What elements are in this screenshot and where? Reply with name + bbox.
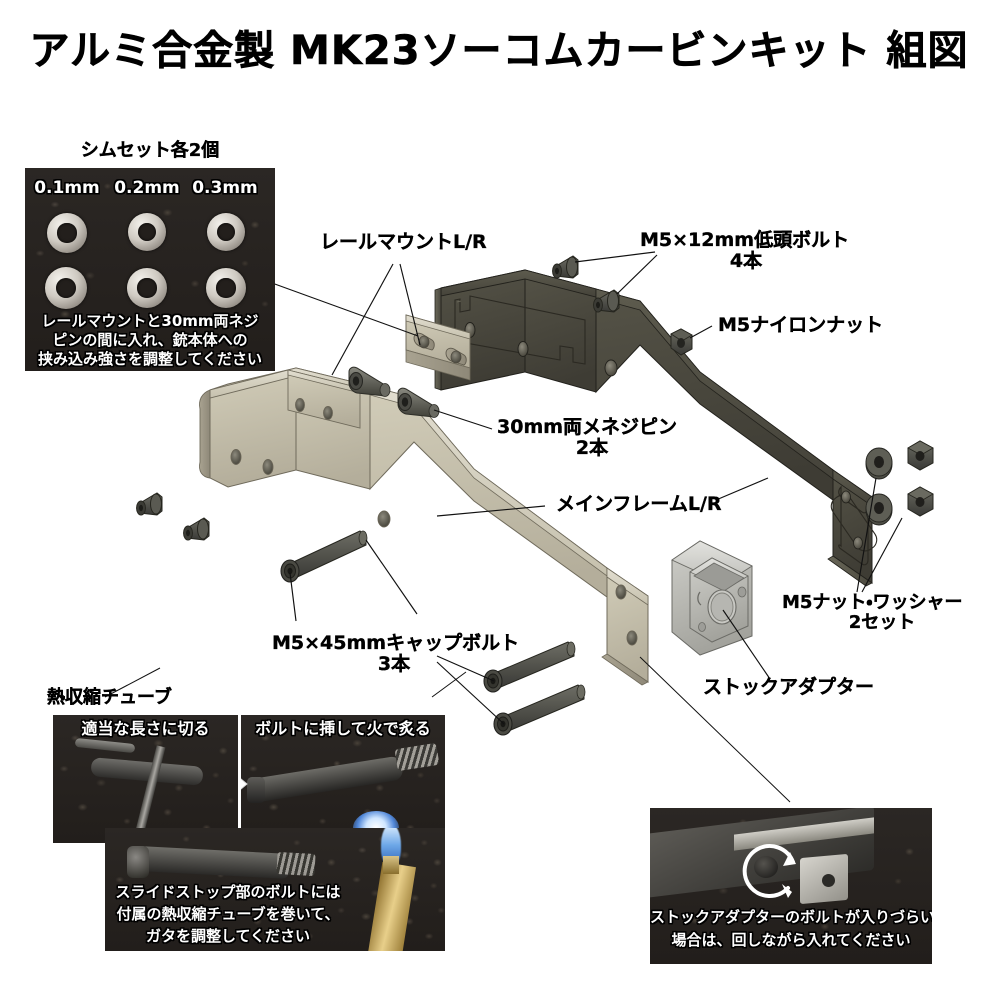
leader-lines bbox=[104, 251, 903, 803]
shrink-result-photo: スライドストップ部のボルトには 付属の熱収縮チューブを巻いて、 ガタを調整してく… bbox=[105, 828, 351, 951]
adapter-bore bbox=[822, 874, 835, 887]
shrink-result-caption-line-3: ガタを調整してください bbox=[145, 927, 311, 945]
callout-low-head-bolt-qty: 4本 bbox=[729, 250, 763, 273]
callout-rail-mount: レールマウントL/R bbox=[320, 231, 487, 253]
stock-inset-caption-line-1: ストックアダプターのボルトが入りづらい bbox=[650, 908, 932, 926]
main-frame-dark bbox=[434, 269, 878, 587]
shrink-step2-photo: ボルトに挿して火で炙る bbox=[241, 715, 445, 843]
shim-washer bbox=[45, 267, 87, 309]
washer-2 bbox=[865, 493, 893, 526]
bolt-head bbox=[247, 777, 265, 803]
callout-cap-bolt-text: M5×45mmキャップボルト bbox=[272, 632, 520, 654]
page-title: アルミ合金製 MK23ソーコムカービンキット 組図 bbox=[29, 28, 969, 75]
low-head-bolt-3 bbox=[136, 492, 163, 516]
hex-nut-2 bbox=[907, 486, 934, 517]
shim-size-0-2mm: 0.2mm bbox=[114, 178, 180, 198]
cap-bolt-1 bbox=[280, 530, 368, 583]
shrink-tube-inset: 熱収縮チューブ 適当な長さに切る ボルトに挿して火で炙る bbox=[25, 687, 445, 963]
callout-pin-qty: 2本 bbox=[575, 437, 609, 460]
callout-nylon-nut: M5ナイロンナット bbox=[718, 314, 884, 336]
low-head-bolt-1 bbox=[552, 255, 579, 279]
low-head-bolt-4 bbox=[183, 517, 210, 541]
shim-set-inset: シムセット各2個 0.1mm 0.2mm 0.3mm レールマウントと30mm両… bbox=[25, 140, 275, 371]
rotate-arrow-icon bbox=[742, 844, 796, 898]
shrink-result-caption-line-2: 付属の熱収縮チューブを巻いて、 bbox=[116, 905, 340, 923]
finished-bolt-thread bbox=[276, 852, 316, 876]
shim-size-0-3mm: 0.3mm bbox=[192, 178, 258, 198]
shrink-step1-photo: 適当な長さに切る bbox=[53, 715, 238, 843]
stock-inset-caption-line-2: 場合は、回しながら入れてください bbox=[671, 931, 911, 949]
shrink-result-caption-line-1: スライドストップ部のボルトには bbox=[115, 883, 341, 901]
bolt-head-in-hole bbox=[754, 856, 778, 878]
torch-photo bbox=[351, 828, 445, 951]
shim-washer bbox=[207, 213, 245, 251]
shrink-tube-heading: 熱収縮チューブ bbox=[47, 687, 172, 708]
shrink-step2-caption: ボルトに挿して火で炙る bbox=[255, 719, 431, 738]
callout-nut-washer-qty: 2セット bbox=[848, 612, 916, 634]
finished-bolt-head bbox=[127, 846, 149, 878]
callout-stock-adapter: ストックアダプター bbox=[703, 676, 875, 698]
shim-size-0-1mm: 0.1mm bbox=[34, 178, 100, 198]
callout-cap-bolt: M5×45mmキャップボルト 3本 bbox=[272, 632, 532, 676]
shim-set-heading: シムセット各2個 bbox=[80, 140, 220, 161]
pin-30mm-1 bbox=[348, 366, 391, 397]
hex-nut-1 bbox=[907, 440, 934, 471]
shrink-step1-caption: 適当な長さに切る bbox=[81, 719, 210, 738]
shim-caption-line-1: レールマウントと30mm両ネジ bbox=[41, 312, 259, 330]
shim-washer bbox=[127, 268, 167, 308]
callout-nut-washer: M5ナット・ワッシャー 2セット bbox=[782, 592, 998, 634]
shim-set-photo: 0.1mm 0.2mm 0.3mm レールマウントと30mm両ネジ ピンの間に入… bbox=[25, 168, 275, 371]
stock-adapter-inset: ストックアダプターのボルトが入りづらい 場合は、回しながら入れてください bbox=[650, 808, 932, 964]
nylon-nut bbox=[670, 328, 693, 356]
stock-adapter-part bbox=[671, 540, 753, 656]
shim-caption-line-2: ピンの間に入れ、銃本体への bbox=[52, 331, 248, 349]
callout-pin-text: 30mm両メネジピン bbox=[497, 416, 678, 438]
washer-1 bbox=[865, 447, 893, 480]
cap-bolt-3 bbox=[493, 684, 586, 736]
callout-main-frame: メインフレームL/R bbox=[556, 493, 722, 515]
shim-washer bbox=[206, 268, 246, 308]
callout-nut-washer-text: M5ナット・ワッシャー bbox=[782, 592, 963, 613]
shim-caption-line-3: 挟み込み強さを調整してください bbox=[37, 350, 263, 368]
callout-pin-30mm: 30mm両メネジピン 2本 bbox=[497, 416, 703, 460]
main-frame-light bbox=[199, 367, 649, 686]
shim-washer bbox=[128, 213, 166, 251]
low-head-bolt-2 bbox=[593, 289, 620, 313]
step-arrow-icon bbox=[241, 778, 248, 790]
callout-cap-bolt-qty: 3本 bbox=[377, 653, 411, 676]
pin-30mm-2 bbox=[397, 387, 440, 418]
torch-nozzle bbox=[383, 856, 399, 874]
callout-low-head-bolt-text: M5×12mm低頭ボルト bbox=[640, 229, 850, 251]
rail-mount-part bbox=[405, 314, 471, 381]
callout-low-head-bolt: M5×12mm低頭ボルト 4本 bbox=[640, 229, 870, 273]
shim-washer bbox=[47, 213, 87, 253]
